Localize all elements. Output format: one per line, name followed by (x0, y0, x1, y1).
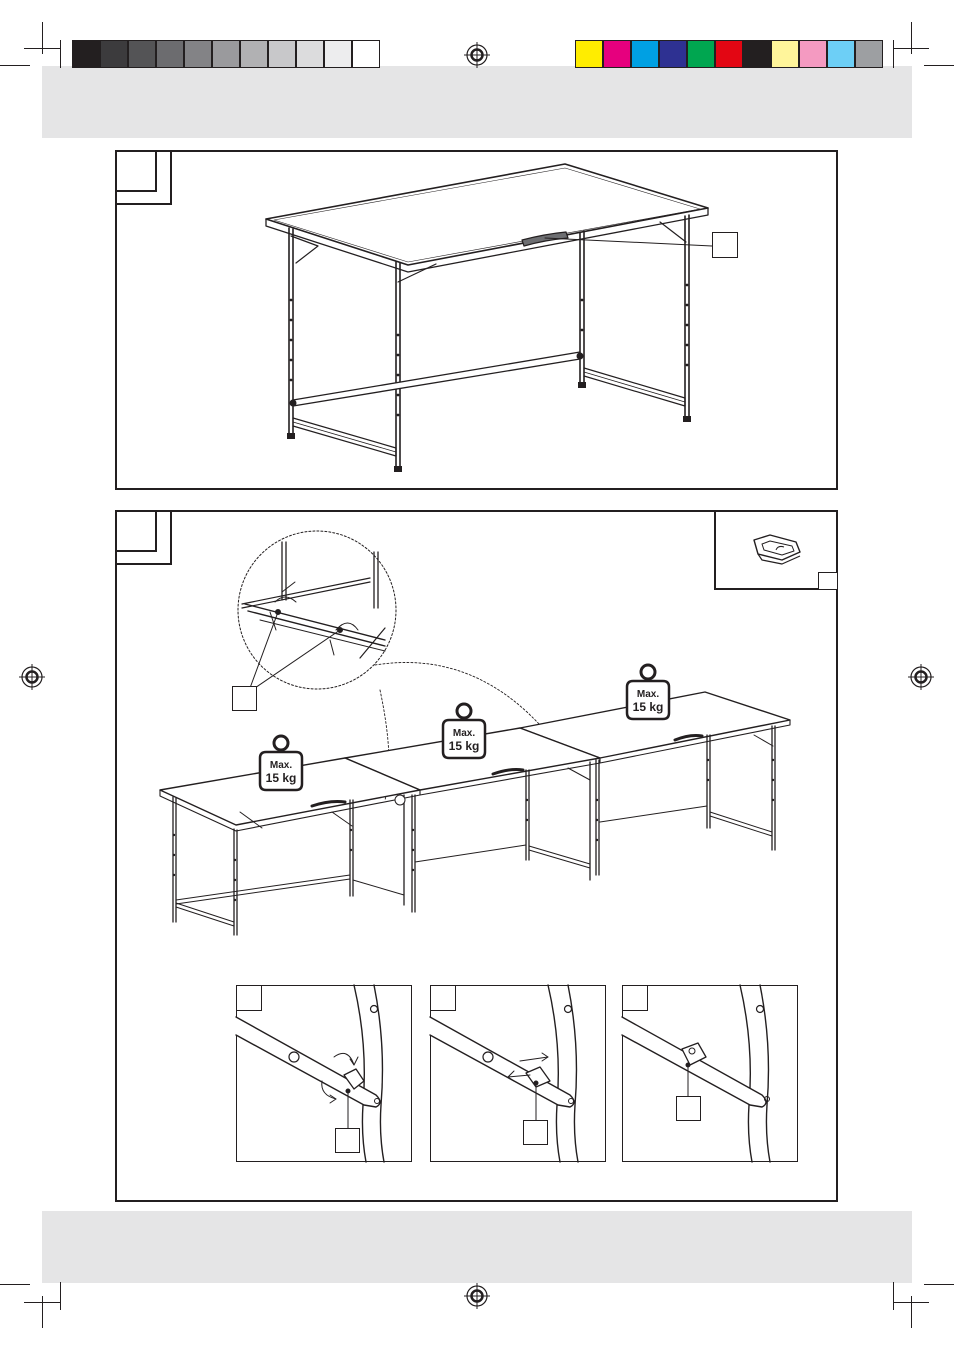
color-swatch (659, 40, 687, 68)
crop-mark (893, 48, 929, 49)
detail-part-number (232, 686, 257, 711)
connected-tables-drawing (159, 691, 791, 936)
max-load-weight-icon (625, 663, 671, 721)
crop-mark (911, 22, 912, 54)
subpanel-b-letter (430, 985, 456, 1011)
weight-sign-2-line1: Max. (453, 728, 475, 739)
registration-target-icon (19, 664, 45, 690)
gray-swatch (240, 40, 268, 68)
clip-rotate-illustration (235, 984, 385, 1163)
gray-swatch (72, 40, 100, 68)
color-swatch (631, 40, 659, 68)
weight-sign-3: Max. 15 kg (633, 689, 664, 714)
crop-mark (893, 40, 894, 68)
color-swatch (771, 40, 799, 68)
crop-mark (60, 1282, 61, 1310)
gray-swatch (184, 40, 212, 68)
gray-swatch (352, 40, 380, 68)
max-load-weight-icon (258, 734, 304, 792)
crop-mark (60, 40, 61, 68)
subpanel-c-letter (622, 985, 648, 1011)
gray-swatch (212, 40, 240, 68)
top-gray-band (42, 66, 912, 138)
crop-mark (24, 1302, 60, 1303)
clip-slide-illustration (429, 984, 579, 1163)
handle-part-number (712, 232, 738, 258)
connector-clip-icon (753, 534, 801, 565)
figure-2-step-number (115, 510, 157, 552)
registration-target-icon (464, 42, 490, 68)
weight-sign-1: Max. 15 kg (266, 760, 297, 785)
folding-table-drawing (265, 163, 713, 472)
color-swatch (743, 40, 771, 68)
clip-locked-illustration (621, 984, 771, 1163)
subpanel-a-letter (236, 985, 262, 1011)
gray-swatch (100, 40, 128, 68)
gray-swatch (128, 40, 156, 68)
figure-1-step-tab (115, 150, 172, 205)
weight-sign-1-line2: 15 kg (266, 771, 297, 785)
weight-sign-1-line1: Max. (270, 760, 292, 771)
crop-mark (893, 1282, 894, 1310)
gray-swatch (324, 40, 352, 68)
bottom-gray-band (42, 1211, 912, 1283)
max-load-weight-icon (441, 702, 487, 760)
crop-mark (24, 48, 60, 49)
color-swatch (603, 40, 631, 68)
crop-mark (42, 22, 43, 54)
subpanel-b-part-number (523, 1120, 548, 1145)
gray-swatch (296, 40, 324, 68)
color-swatch (827, 40, 855, 68)
color-swatch (799, 40, 827, 68)
gray-swatch (156, 40, 184, 68)
figure-2-step-tab (115, 510, 172, 565)
color-swatch (715, 40, 743, 68)
gray-swatch (268, 40, 296, 68)
color-swatch (575, 40, 603, 68)
crop-mark (0, 1284, 30, 1285)
crop-mark (0, 65, 30, 66)
crop-mark (924, 1284, 954, 1285)
connector-part-number (818, 572, 838, 590)
color-swatch (687, 40, 715, 68)
color-swatch (855, 40, 883, 68)
weight-sign-2-line2: 15 kg (449, 739, 480, 753)
weight-sign-2: Max. 15 kg (449, 728, 480, 753)
subpanel-c-part-number (676, 1096, 701, 1121)
weight-sign-3-line1: Max. (637, 689, 659, 700)
registration-target-icon (908, 664, 934, 690)
crop-mark (924, 65, 954, 66)
crop-mark (42, 1296, 43, 1328)
weight-sign-3-line2: 15 kg (633, 700, 664, 714)
crop-mark (893, 1302, 929, 1303)
crop-mark (911, 1296, 912, 1328)
subpanel-a-part-number (335, 1128, 360, 1153)
registration-target-icon (464, 1283, 490, 1309)
figure-1-step-number (115, 150, 157, 192)
